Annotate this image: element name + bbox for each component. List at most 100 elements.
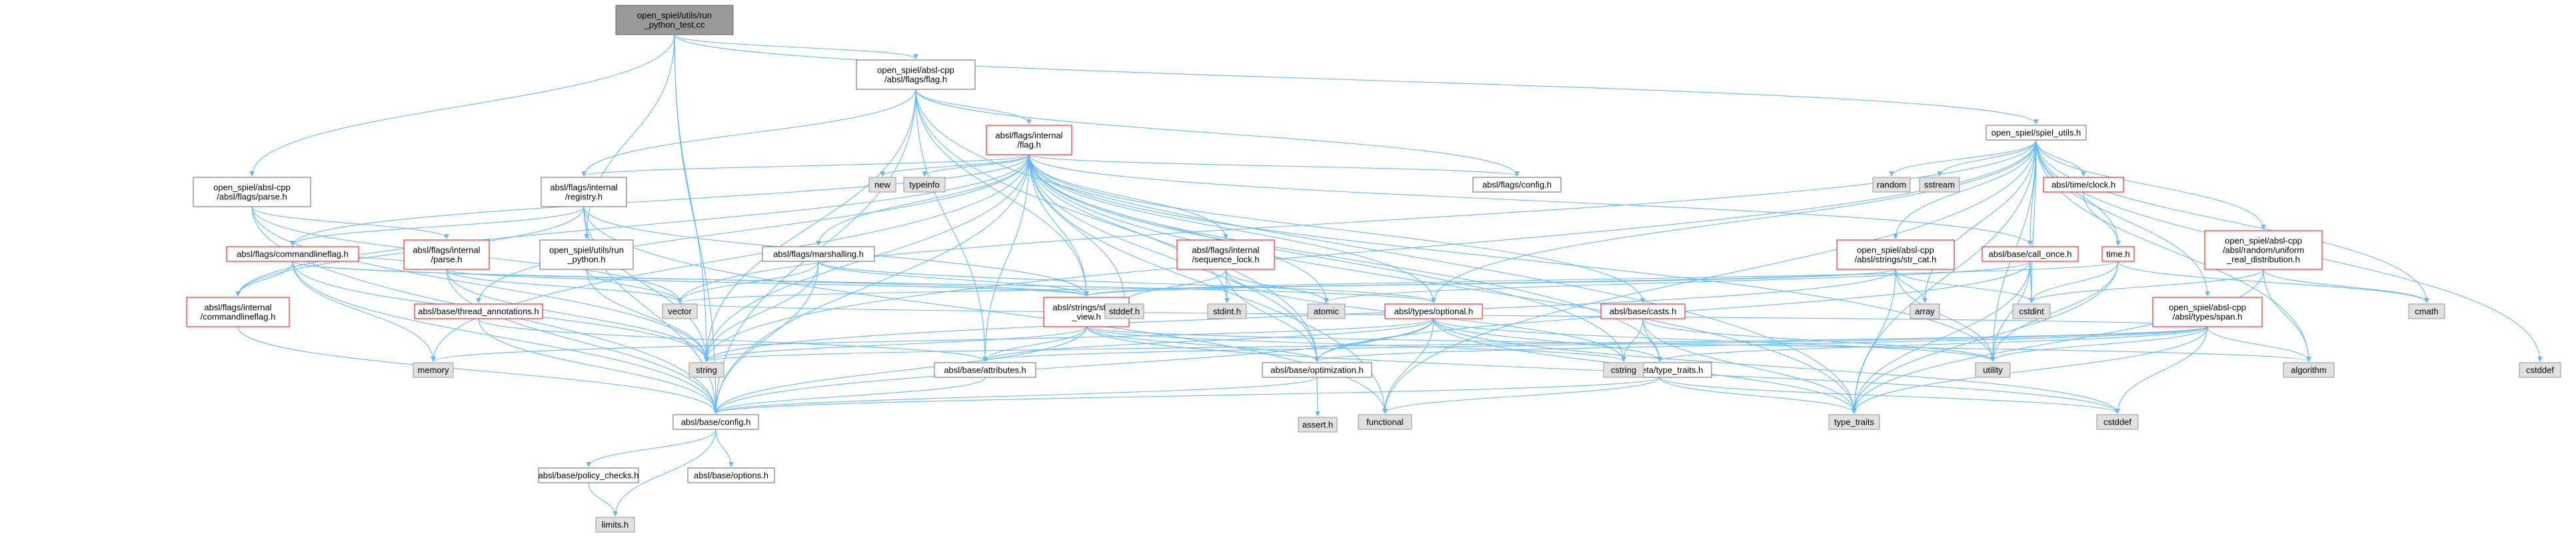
edge-spielutils-to-spanh	[2035, 139, 2210, 297]
edge-internal_flag-to-stddefh	[1028, 154, 1127, 303]
node-box	[2043, 177, 2124, 193]
node-clockh[interactable]: absl/time/clock.h	[2043, 177, 2124, 193]
node-str-cat[interactable]: open_spiel/absl-cpp/absl/strings/str_cat…	[1836, 239, 1955, 270]
node-registry[interactable]: absl/flags/internal/registry.h	[541, 177, 627, 207]
node-box	[403, 239, 490, 270]
node-box	[2101, 246, 2135, 262]
edge-uniform-to-type_traits	[1852, 269, 2264, 414]
edge-string_view-to-configh	[713, 326, 1087, 414]
edge-flagh-to-internal_flag	[915, 89, 1032, 125]
node-box	[1975, 362, 2011, 378]
edge-spielutils-to-optional	[1431, 139, 2037, 303]
edge-spielutils-to-cmath	[2035, 139, 2429, 303]
edge-registry-to-functional	[583, 206, 1388, 414]
node-casts[interactable]: absl/base/casts.h	[1600, 303, 1686, 319]
node-label: cstddef	[2526, 365, 2554, 375]
node-box	[186, 297, 290, 327]
node-timeh[interactable]: time.h	[2101, 246, 2135, 262]
node-cstdint: cstdint	[2012, 303, 2051, 319]
edge-optimization-to-configh	[713, 377, 1318, 414]
node-commandlineflag[interactable]: absl/flags/commandlineflag.h	[226, 246, 359, 262]
edge-marshalling-to-string_view	[818, 261, 1089, 297]
node-box	[1307, 303, 1346, 319]
node-spanh[interactable]: open_spiel/absl-cpp/absl/types/span.h	[2152, 297, 2263, 327]
edge-spanh-to-cstddef_low	[2115, 326, 2208, 414]
node-label: absl/flags/internal	[413, 245, 480, 255]
node-random: random	[1872, 177, 1911, 193]
edge-flagh-to-registry	[581, 89, 916, 177]
edge-internal_flag-to-attributes	[982, 154, 1030, 362]
edge-spanh-to-type_traits	[1852, 326, 2208, 414]
node-label: absl/base/policy_checks.h	[538, 471, 639, 481]
edge-spielutils-to-uniform	[2035, 139, 2266, 230]
node-flagsconfig[interactable]: absl/flags/config.h	[1472, 177, 1562, 193]
node-label: open_spiel/absl-cpp	[213, 183, 291, 193]
node-asserth: assert.h	[1298, 417, 1338, 433]
node-label: string	[696, 365, 717, 375]
node-label: absl/flags/commandlineflag.h	[237, 249, 349, 259]
edge-internal_parse-to-configh	[446, 269, 718, 414]
edge-root-to-flagh	[674, 34, 918, 59]
node-configh[interactable]: absl/base/config.h	[672, 414, 759, 430]
edge-string_view-to-cstddef_low	[1086, 326, 2120, 414]
node-seqlock[interactable]: absl/flags/internal/sequence_lock.h	[1176, 239, 1275, 270]
node-box	[193, 177, 311, 207]
node-spielutils[interactable]: open_spiel/spiel_utils.h	[1985, 125, 2087, 141]
node-vector: vector	[662, 303, 698, 319]
edge-string_view-to-string	[704, 326, 1087, 362]
node-attributes[interactable]: absl/base/attributes.h	[934, 362, 1036, 378]
node-label: /sequence_lock.h	[1192, 255, 1259, 265]
edge-internal_flag-to-string_view	[1028, 154, 1089, 297]
node-label: cstring	[1611, 365, 1636, 375]
edge-optional-to-memory	[431, 318, 1434, 362]
node-label: open_spiel/absl-cpp	[1857, 245, 1934, 255]
node-label: type_traits	[1834, 417, 1874, 427]
edge-commandlineflag-to-configh	[292, 261, 718, 414]
node-utility: utility	[1975, 362, 2011, 378]
edge-internal_flag-to-call_once	[1028, 154, 2033, 246]
node-uniform[interactable]: open_spiel/absl-cpp/absl/random/uniform_…	[2204, 230, 2323, 270]
node-optimization[interactable]: absl/base/optimization.h	[1262, 362, 1372, 378]
node-box	[986, 125, 1072, 155]
node-label: open_spiel/utils/run	[637, 11, 712, 21]
node-label: cstddef	[2103, 417, 2131, 427]
edge-uniform-to-cmath	[2263, 269, 2429, 303]
node-label: /absl/types/span.h	[2173, 312, 2243, 322]
edge-internal_parse-to-string	[446, 269, 709, 362]
node-flagh[interactable]: open_spiel/absl-cpp/absl/flags/flag.h	[856, 59, 976, 90]
node-policy[interactable]: absl/base/policy_checks.h	[538, 467, 639, 483]
node-marshalling[interactable]: absl/flags/marshalling.h	[762, 246, 875, 262]
node-box	[1104, 303, 1144, 319]
node-box	[2519, 362, 2561, 378]
node-type-traits: type_traits	[1828, 414, 1880, 430]
node-options[interactable]: absl/base/options.h	[687, 467, 775, 483]
node-limits: limits.h	[595, 517, 635, 533]
edge-uniform-to-algorithm	[2263, 269, 2311, 362]
node-label: absl/base/casts.h	[1610, 307, 1676, 317]
edge-spanh-to-attributes	[982, 326, 2208, 362]
node-optional[interactable]: absl/types/optional.h	[1384, 303, 1483, 319]
edge-attributes-to-configh	[713, 377, 986, 414]
node-thread-ann[interactable]: absl/base/thread_annotations.h	[414, 303, 543, 319]
node-root[interactable]: open_spiel/utils/run_python_test.cc	[615, 5, 734, 35]
node-internal-flag[interactable]: absl/flags/internal/flag.h	[986, 125, 1072, 155]
node-runpy[interactable]: open_spiel/utils/run_python.h	[539, 239, 634, 270]
node-call-once[interactable]: absl/base/call_once.h	[1981, 246, 2079, 262]
edge-commandlineflag-to-internal_commandlineflag	[235, 261, 293, 297]
node-internal-parse[interactable]: absl/flags/internal/parse.h	[403, 239, 490, 270]
edge-internal_flag-to-newh	[880, 154, 1030, 177]
edge-spanh-to-optimization	[1314, 326, 2208, 362]
edge-casts-to-type_traits_meta	[1642, 318, 1662, 362]
edge-spielutils-to-random	[1889, 139, 2037, 177]
node-label: open_spiel/absl-cpp	[2225, 236, 2302, 246]
edge-parseh-to-internal_parse	[251, 206, 449, 239]
edge-str_cat-to-string	[704, 269, 1896, 362]
node-box	[672, 414, 759, 430]
node-box	[1358, 414, 1412, 430]
node-parseh[interactable]: open_spiel/absl-cpp/absl/flags/parse.h	[193, 177, 311, 207]
node-box	[1910, 303, 1940, 319]
node-internal-commandlineflag[interactable]: absl/flags/internal/commandlineflag.h	[186, 297, 290, 327]
edge-spielutils-to-vector	[677, 139, 2037, 303]
node-box	[688, 362, 724, 378]
node-atomic: atomic	[1307, 303, 1346, 319]
